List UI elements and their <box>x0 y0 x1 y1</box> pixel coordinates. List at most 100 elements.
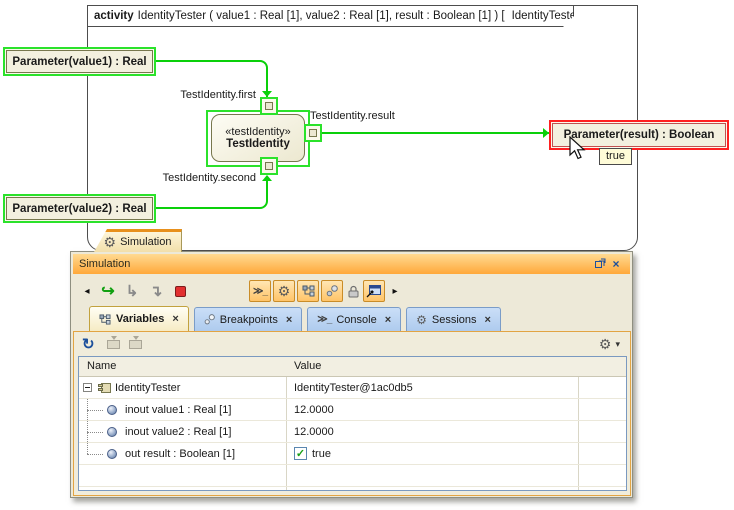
arrowhead-right-icon <box>543 128 549 138</box>
tab-sessions[interactable]: ⚙ Sessions × <box>406 307 501 331</box>
console-icon: ≫_ <box>317 314 332 325</box>
collapse-value-icon[interactable] <box>128 335 142 349</box>
input-pin-first[interactable] <box>260 97 278 115</box>
tab-breakpoints[interactable]: Breakpoints × <box>193 307 303 331</box>
caret-down-icon[interactable]: ▾ <box>615 338 620 349</box>
frame-keyword: activity <box>94 9 134 22</box>
row-value: 12.0000 <box>294 403 334 416</box>
row-value: true <box>312 447 331 460</box>
object-instance-icon <box>98 383 111 393</box>
breakpoints-icon <box>326 285 338 297</box>
breakpoints-toggle-button[interactable] <box>321 280 343 302</box>
variable-icon <box>107 405 117 415</box>
action-node-testidentity[interactable]: «testIdentity» TestIdentity <box>211 114 305 162</box>
tab-console-label: Console <box>336 313 377 326</box>
options-gear-icon[interactable]: ⚙ <box>598 335 612 352</box>
table-row[interactable]: inout value2 : Real [1] 12.0000 <box>79 421 626 443</box>
output-pin-result[interactable] <box>304 124 322 142</box>
float-window-icon[interactable] <box>592 257 608 271</box>
breakpoints-icon <box>204 314 215 325</box>
auto-open-windows-button[interactable] <box>363 280 385 302</box>
toolbar-overflow-right-icon[interactable]: ▸ <box>392 285 398 297</box>
variables-toggle-button[interactable] <box>297 280 319 302</box>
resume-execution-icon[interactable]: ↪ <box>101 283 115 300</box>
variable-icon <box>107 449 117 459</box>
arrowhead-up-icon <box>262 175 272 181</box>
tree-line <box>87 410 103 411</box>
row-value: IdentityTester@1ac0db5 <box>294 381 413 394</box>
pin-square-icon <box>265 162 273 170</box>
table-row[interactable]: IdentityTester IdentityTester@1ac0db5 <box>79 377 626 399</box>
object-flow-value1-to-first[interactable] <box>156 60 268 98</box>
simulation-window-tab[interactable]: ⚙ Simulation <box>94 229 182 252</box>
parameter-node-value1[interactable]: Parameter(value1) : Real <box>3 47 156 76</box>
lock-icon[interactable] <box>345 280 361 302</box>
tab-console[interactable]: ≫_ Console × <box>307 307 402 331</box>
simulation-panel: Simulation × ◂ ↪ ↳ ↴ ≫_ ⚙ ▸ Variables <box>70 251 633 498</box>
toolbar-overflow-left-icon[interactable]: ◂ <box>84 285 90 297</box>
arrowhead-down-icon <box>262 91 272 97</box>
parameter-node-result[interactable]: Parameter(result) : Boolean <box>549 120 729 150</box>
tree-line <box>87 454 103 455</box>
console-toggle-button[interactable]: ≫_ <box>249 280 271 302</box>
column-divider[interactable] <box>286 357 287 490</box>
input-pin-second[interactable] <box>260 157 278 175</box>
table-row[interactable]: out result : Boolean [1] ✓ true <box>79 443 626 465</box>
tab-variables[interactable]: Variables × <box>89 306 189 331</box>
row-name: inout value1 : Real [1] <box>125 403 232 416</box>
check-icon: ✓ <box>295 447 306 460</box>
panel-tabs: Variables × Breakpoints × ≫_ Console × ⚙… <box>73 306 630 331</box>
row-name: inout value2 : Real [1] <box>125 425 232 438</box>
close-icon[interactable]: × <box>612 257 620 271</box>
step-over-icon[interactable]: ↴ <box>149 283 163 300</box>
variables-tree-icon <box>99 313 111 325</box>
table-row-empty <box>79 487 626 490</box>
variables-tab-content: ↻ ⚙ ▾ Name Value IdentityTester <box>73 331 631 496</box>
tab-variables-label: Variables <box>116 313 165 325</box>
pin-square-icon <box>309 129 317 137</box>
column-header-value: Value <box>294 360 322 372</box>
diagram-frame-header: activity IdentityTester ( value1 : Real … <box>87 5 574 27</box>
window-arrow-icon <box>366 285 381 298</box>
simulation-toolbar: ◂ ↪ ↳ ↴ ≫_ ⚙ ▸ <box>73 276 630 306</box>
variables-tree-icon <box>302 285 314 297</box>
variables-view-toolbar: ↻ ⚙ ▾ <box>74 332 630 356</box>
pin-label-second: TestIdentity.second <box>162 172 256 184</box>
close-icon[interactable]: × <box>484 313 491 326</box>
variable-icon <box>107 427 117 437</box>
close-icon[interactable]: × <box>285 313 293 326</box>
value-tooltip: true <box>599 148 632 165</box>
simulation-config-button[interactable]: ⚙ <box>273 280 295 302</box>
tab-breakpoints-label: Breakpoints <box>219 313 278 326</box>
panel-titlebar[interactable]: Simulation × <box>73 254 630 274</box>
parameter-result-label: Parameter(result) : Boolean <box>563 129 715 141</box>
refresh-icon[interactable]: ↻ <box>82 336 95 353</box>
table-row[interactable]: inout value1 : Real [1] 12.0000 <box>79 399 626 421</box>
object-flow-result-to-parameter[interactable] <box>322 132 549 134</box>
close-icon[interactable]: × <box>172 313 179 325</box>
column-header-name: Name <box>87 360 117 372</box>
terminate-icon[interactable] <box>169 280 191 302</box>
close-icon[interactable]: × <box>384 313 392 326</box>
node-name: TestIdentity <box>226 138 290 150</box>
parameter-node-value2[interactable]: Parameter(value2) : Real <box>3 194 156 223</box>
panel-title: Simulation <box>79 258 131 270</box>
expand-value-icon[interactable] <box>106 335 120 349</box>
pin-label-result: TestIdentity.result <box>310 110 395 122</box>
frame-diagram-name: IdentityTester ] <box>511 9 587 22</box>
row-value: 12.0000 <box>294 425 334 438</box>
step-into-icon[interactable]: ↳ <box>125 283 139 300</box>
pin-label-first: TestIdentity.first <box>180 89 256 101</box>
collapse-expander-icon[interactable] <box>83 383 92 392</box>
object-flow-value2-to-second[interactable] <box>156 180 268 209</box>
tree-line <box>87 443 88 454</box>
table-body: IdentityTester IdentityTester@1ac0db5 in… <box>79 377 626 490</box>
column-divider[interactable] <box>578 357 579 490</box>
checkbox-checked[interactable]: ✓ <box>294 447 307 460</box>
stop-square-icon <box>174 285 186 297</box>
parameter-value2-label: Parameter(value2) : Real <box>12 202 147 215</box>
variables-table: Name Value IdentityTester IdentityTester… <box>78 356 627 491</box>
table-header: Name Value <box>79 357 626 377</box>
tree-line <box>87 421 88 442</box>
tab-sessions-label: Sessions <box>431 313 477 326</box>
